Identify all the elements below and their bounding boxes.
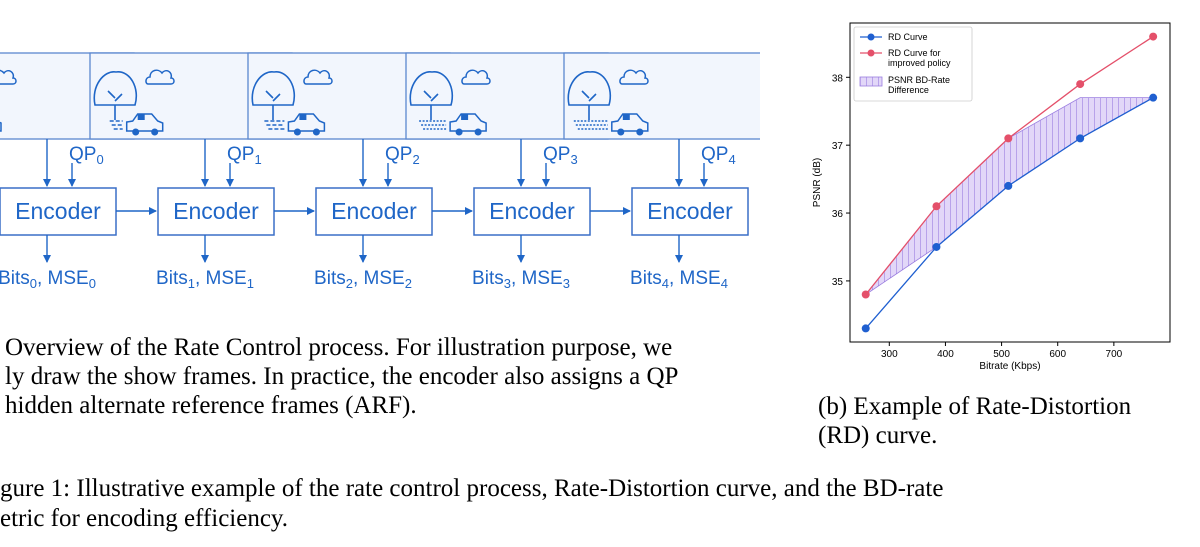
y-tick-label: 35: [832, 277, 844, 288]
tree-icon: [251, 71, 295, 120]
tree-icon: [409, 71, 453, 120]
caption-a-line3: hidden alternate reference frames (ARF).: [5, 392, 417, 419]
tree-icon: [567, 71, 611, 120]
bd-rate-fill: [865, 97, 1155, 295]
bits-mse-label: Bits0, MSE0: [0, 268, 96, 291]
caption-b-line1: (b) Example of Rate-Distortion: [818, 393, 1132, 420]
encoder-box: [631, 187, 749, 236]
car-icon: [287, 113, 326, 136]
y-axis-label: PSNR (dB): [812, 158, 823, 207]
y-tick-label: 36: [832, 209, 844, 220]
legend-label-improved-1: RD Curve for: [888, 48, 941, 58]
encoder-box: [0, 187, 117, 236]
qp-label: QP3: [543, 144, 578, 167]
improved-curve-point: [1004, 134, 1013, 143]
cloud-icon: [303, 69, 333, 85]
legend-marker-rd: [867, 33, 875, 41]
cloud-icon: [0, 69, 17, 85]
figure-caption-line1: gure 1: Illustrative example of the rate…: [0, 475, 944, 502]
qp-label: QP0: [69, 144, 104, 167]
motion-lines-icon: [573, 120, 608, 130]
plot-frame: [849, 22, 1171, 343]
cloud-icon: [145, 69, 175, 85]
encoder-box: [157, 187, 275, 236]
encoder-label: Encoder: [15, 198, 101, 224]
legend-label-rd: RD Curve: [888, 32, 928, 42]
cloud-icon: [619, 69, 649, 85]
legend-label-fill-2: Difference: [888, 85, 929, 95]
frame-box: [563, 52, 760, 140]
rd-curve-point: [932, 242, 941, 251]
caption-a-line1: Overview of the Rate Control process. Fo…: [5, 334, 673, 361]
legend-label-fill-1: PSNR BD-Rate: [888, 75, 950, 85]
caption-b-line2: (RD) curve.: [818, 422, 938, 449]
rd-curve-line: [865, 97, 1154, 329]
qp-label: QP4: [701, 144, 736, 167]
legend-box: [853, 26, 973, 102]
x-tick-label: 600: [1049, 349, 1066, 360]
rd-curve-point: [1004, 181, 1013, 190]
car-icon: [125, 113, 164, 136]
motion-lines-icon: [264, 120, 285, 130]
improved-curve-point: [932, 202, 941, 211]
cloud-icon: [461, 69, 491, 85]
x-axis-label: Bitrate (Kbps): [979, 361, 1040, 372]
figure-caption-line2: etric for encoding efficiency.: [0, 505, 289, 532]
motion-lines-icon: [419, 120, 447, 130]
x-tick-label: 400: [937, 349, 954, 360]
encoder-label: Encoder: [331, 198, 417, 224]
encoder-label: Encoder: [647, 198, 733, 224]
qp-label: QP2: [385, 144, 420, 167]
x-tick-label: 700: [1106, 349, 1123, 360]
tree-icon: [93, 71, 137, 120]
bits-mse-label: Bits3, MSE3: [472, 268, 570, 291]
bits-mse-label: Bits2, MSE2: [314, 268, 412, 291]
legend-label-improved-2: improved policy: [888, 58, 951, 68]
caption-a-line2: ly draw the show frames. In practice, th…: [5, 363, 679, 390]
y-tick-label: 38: [832, 73, 844, 84]
improved-curve-point: [861, 290, 870, 299]
encoder-box: [473, 187, 591, 236]
rd-curve-point: [1076, 134, 1085, 143]
x-tick-label: 500: [993, 349, 1010, 360]
encoder-label: Encoder: [489, 198, 575, 224]
legend-swatch-fill: [859, 76, 883, 87]
motion-lines-icon: [109, 120, 123, 130]
rd-curve-point: [1149, 93, 1158, 102]
improved-curve-point: [1076, 80, 1085, 89]
x-tick-label: 300: [881, 349, 898, 360]
bits-mse-label: Bits1, MSE1: [156, 268, 254, 291]
encoder-box: [315, 187, 433, 236]
bits-mse-label: Bits4, MSE4: [630, 268, 728, 291]
improved-curve-point: [1149, 32, 1158, 41]
legend-marker-improved: [867, 49, 875, 57]
car-icon: [449, 113, 487, 136]
qp-label: QP1: [227, 144, 262, 167]
car-icon: [611, 113, 649, 136]
car-icon: [0, 121, 2, 132]
encoder-label: Encoder: [173, 198, 259, 224]
rd-curve-point: [861, 324, 870, 333]
y-tick-label: 37: [832, 141, 844, 152]
